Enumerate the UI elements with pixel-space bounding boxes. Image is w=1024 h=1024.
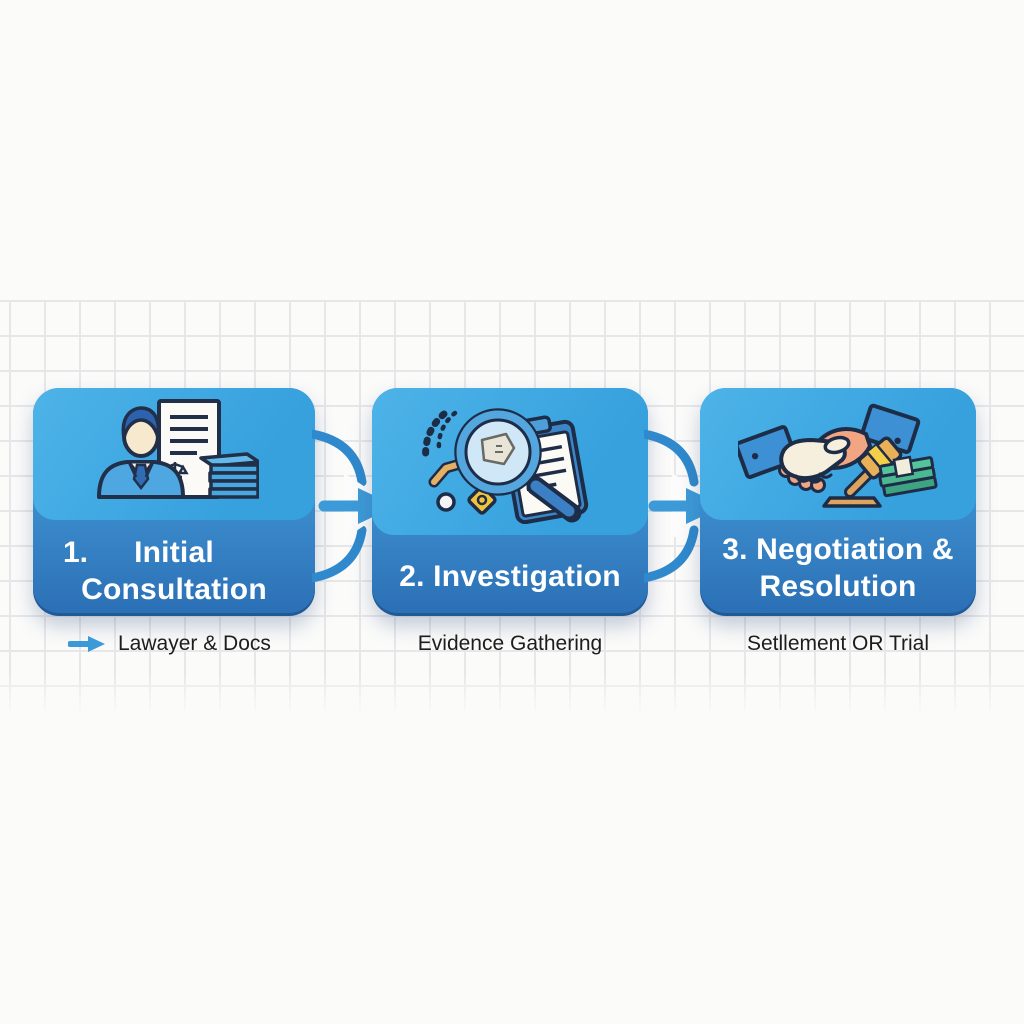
step-caption-1: Lawayer & Docs [68, 632, 271, 656]
lawyer-and-documents-icon [97, 399, 259, 499]
step-title: Initial Consultation [81, 536, 267, 606]
magnifier [454, 407, 582, 522]
lawyer-figure [97, 406, 185, 499]
step-box-initial-consultation: 1. Initial Consultation [33, 388, 315, 616]
arc-top-icon [644, 429, 699, 487]
money-stack [878, 455, 938, 498]
step-number: 1. [63, 536, 89, 569]
right-arrow-icon [68, 636, 105, 652]
arc-bottom-icon [312, 525, 367, 583]
connector-1 [312, 429, 367, 583]
gavel [822, 436, 903, 508]
connector-2 [644, 429, 699, 583]
step-1-icon-area [33, 388, 315, 520]
handshake [738, 403, 921, 493]
handshake-gavel-money-icon [738, 403, 938, 508]
step-box-investigation: 2. Investigation [372, 388, 648, 616]
caption-text: Evidence Gathering [417, 632, 603, 655]
arc-top-icon [312, 429, 367, 487]
caption-text: Setllement OR Trial [746, 632, 930, 655]
step-box-negotiation-resolution: 3. Negotiation & Resolution [700, 388, 976, 616]
step-3-icon-area [700, 388, 976, 520]
caption-text: Lawayer & Docs [118, 632, 271, 655]
step-title: 2. Investigation [399, 560, 621, 593]
arc-bottom-icon [644, 525, 699, 583]
step-title: 3. Negotiation & Resolution [722, 533, 954, 603]
paper-stack [199, 452, 259, 499]
magnifying-glass-evidence-icon [422, 407, 589, 524]
step-caption-2: Evidence Gathering [372, 632, 648, 656]
step-2-icon-area [372, 388, 648, 535]
step-caption-3: Setllement OR Trial [700, 632, 976, 656]
